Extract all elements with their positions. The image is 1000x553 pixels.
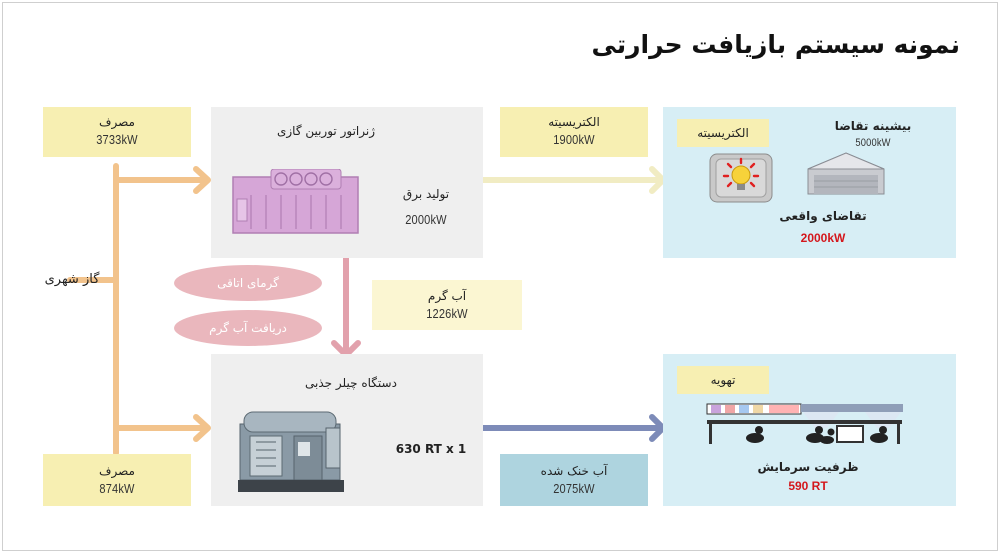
generator-production-label: تولید برق xyxy=(402,187,450,201)
chilled-water-value: 2075kW xyxy=(553,481,595,497)
generator-production-value: 2000kW xyxy=(405,212,447,227)
ventilation-workers-icon xyxy=(703,400,908,448)
peak-demand-label: بیشینه تقاضا xyxy=(834,119,912,133)
generator-title: ژنراتور توربین گازی xyxy=(276,124,376,138)
page-title: نمونه سیستم بازیافت حرارتی xyxy=(591,30,960,59)
gas-arrowhead-top xyxy=(193,166,211,194)
hot-water-value: 1226kW xyxy=(426,306,468,322)
hot-water-label: آب گرم xyxy=(427,289,467,303)
consumption-top-label: مصرف xyxy=(99,115,135,129)
electricity-panel: الکتریسیته بیشینه تقاضا 5000kW xyxy=(663,107,956,258)
consumption-bottom-value: 874kW xyxy=(99,481,135,497)
chilled-water-box: آب خنک شده 2075kW xyxy=(500,454,648,506)
light-bulb-icon xyxy=(709,153,773,203)
electricity-badge: الکتریسیته xyxy=(677,119,769,147)
hot-water-recovery-ellipse: دریافت آب گرم xyxy=(174,310,322,346)
chiller-box: دستگاه چیلر جذبی 630 RT x 1 xyxy=(211,354,483,506)
consumption-bottom-label: مصرف xyxy=(99,464,135,478)
consumption-top-box: مصرف 3733kW xyxy=(43,107,191,157)
gas-arrowhead-bottom xyxy=(193,414,211,442)
space-heating-ellipse: گرمای اتاقی xyxy=(174,265,322,301)
cooling-capacity-label: ظرفیت سرمایش xyxy=(757,460,859,474)
chiller-capacity: 630 RT x 1 xyxy=(395,442,467,456)
consumption-bottom-box: مصرف 874kW xyxy=(43,454,191,506)
chilled-water-label: آب خنک شده xyxy=(540,464,608,478)
ventilation-badge: تهویه xyxy=(677,366,769,394)
actual-demand-value: 2000kW xyxy=(800,231,846,245)
city-gas-label: گاز شهری xyxy=(44,272,100,287)
chiller-title: دستگاه چیلر جذبی xyxy=(305,376,397,390)
generator-box: ژنراتور توربین گازی تولید برق 2000kW xyxy=(211,107,483,258)
gas-turbine-generator-icon xyxy=(231,168,366,237)
space-heating-label: گرمای اتاقی xyxy=(217,276,279,290)
actual-demand-label: تقاضای واقعی xyxy=(779,209,867,223)
consumption-top-value: 3733kW xyxy=(96,132,138,148)
hot-water-recovery-label: دریافت آب گرم xyxy=(209,321,287,335)
peak-demand-value: 5000kW xyxy=(855,137,891,149)
absorption-chiller-icon xyxy=(236,402,348,500)
gas-line-top xyxy=(67,177,205,283)
cooling-capacity-value: 590 RT xyxy=(788,479,828,493)
electricity-flow-box: الکتریسیته 1900kW xyxy=(500,107,648,157)
hot-water-box: آب گرم 1226kW xyxy=(372,280,522,330)
gas-line-bottom xyxy=(113,277,205,431)
ventilation-panel: تهویه ظرفیت سرمایش 590 RT xyxy=(663,354,956,506)
factory-building-icon xyxy=(806,151,886,196)
electricity-flow-label: الکتریسیته xyxy=(548,115,600,129)
electricity-flow-value: 1900kW xyxy=(553,132,595,148)
